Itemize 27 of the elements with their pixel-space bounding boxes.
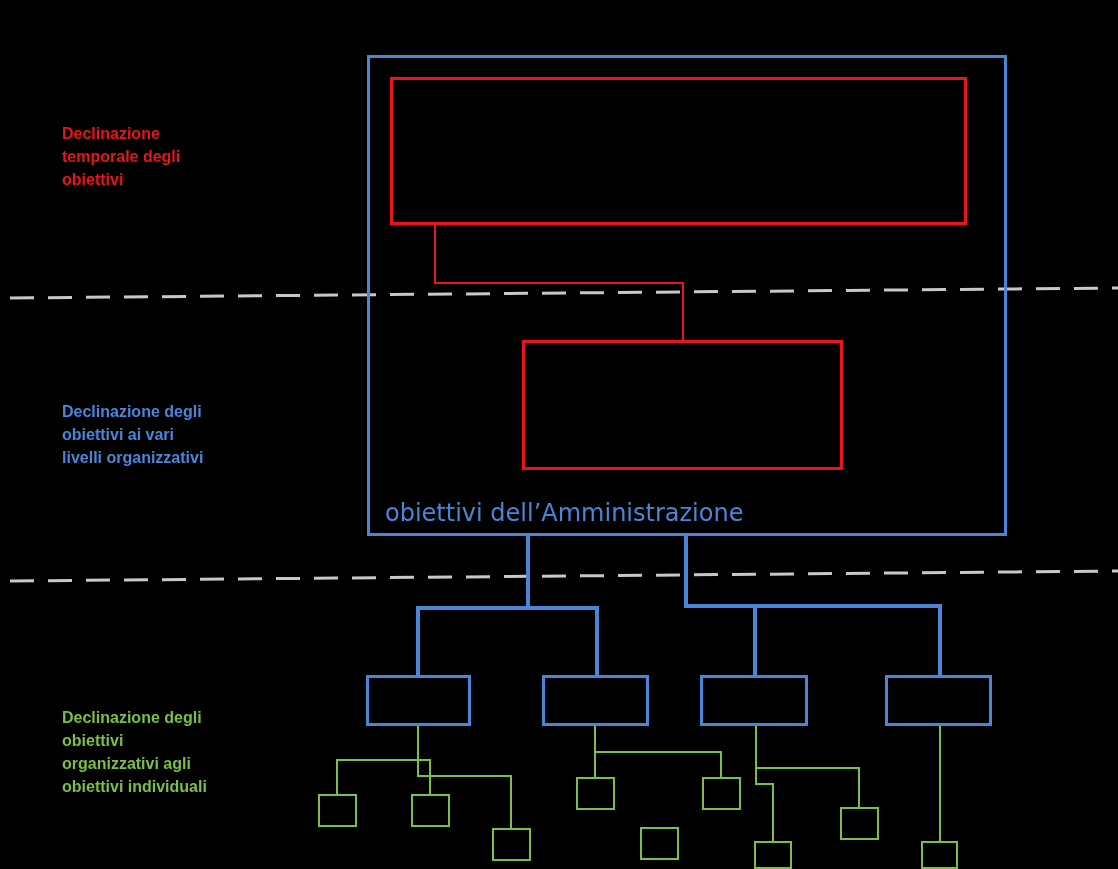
connector-line	[526, 536, 599, 675]
box-title: obiettivi dell’Amministrazione	[385, 499, 744, 527]
empty-box	[702, 777, 741, 810]
connector-line	[939, 725, 941, 842]
empty-box	[522, 340, 843, 470]
empty-box	[754, 841, 792, 869]
empty-box	[542, 675, 649, 726]
section-label: Declinazione temporale degli obiettivi	[62, 124, 182, 190]
connector-line	[417, 725, 512, 829]
section-label: Declinazione degli obiettivi ai vari livelli organizzativi	[62, 402, 205, 468]
empty-box	[840, 807, 879, 840]
empty-box	[366, 675, 471, 726]
empty-box	[411, 794, 450, 827]
empty-box	[700, 675, 808, 726]
empty-box	[318, 794, 357, 827]
connector-line	[594, 725, 722, 778]
empty-box	[390, 77, 967, 225]
empty-box	[921, 841, 958, 869]
connector-line	[684, 536, 942, 675]
empty-box	[885, 675, 992, 726]
section-label: Declinazione degli obiettivi organizzativi agli obiettivi individuali	[62, 708, 207, 797]
connector-line	[434, 224, 684, 341]
empty-box	[576, 777, 615, 810]
empty-box	[640, 827, 679, 860]
connector-line	[755, 725, 860, 808]
container-box	[367, 55, 1007, 536]
empty-box	[492, 828, 531, 861]
